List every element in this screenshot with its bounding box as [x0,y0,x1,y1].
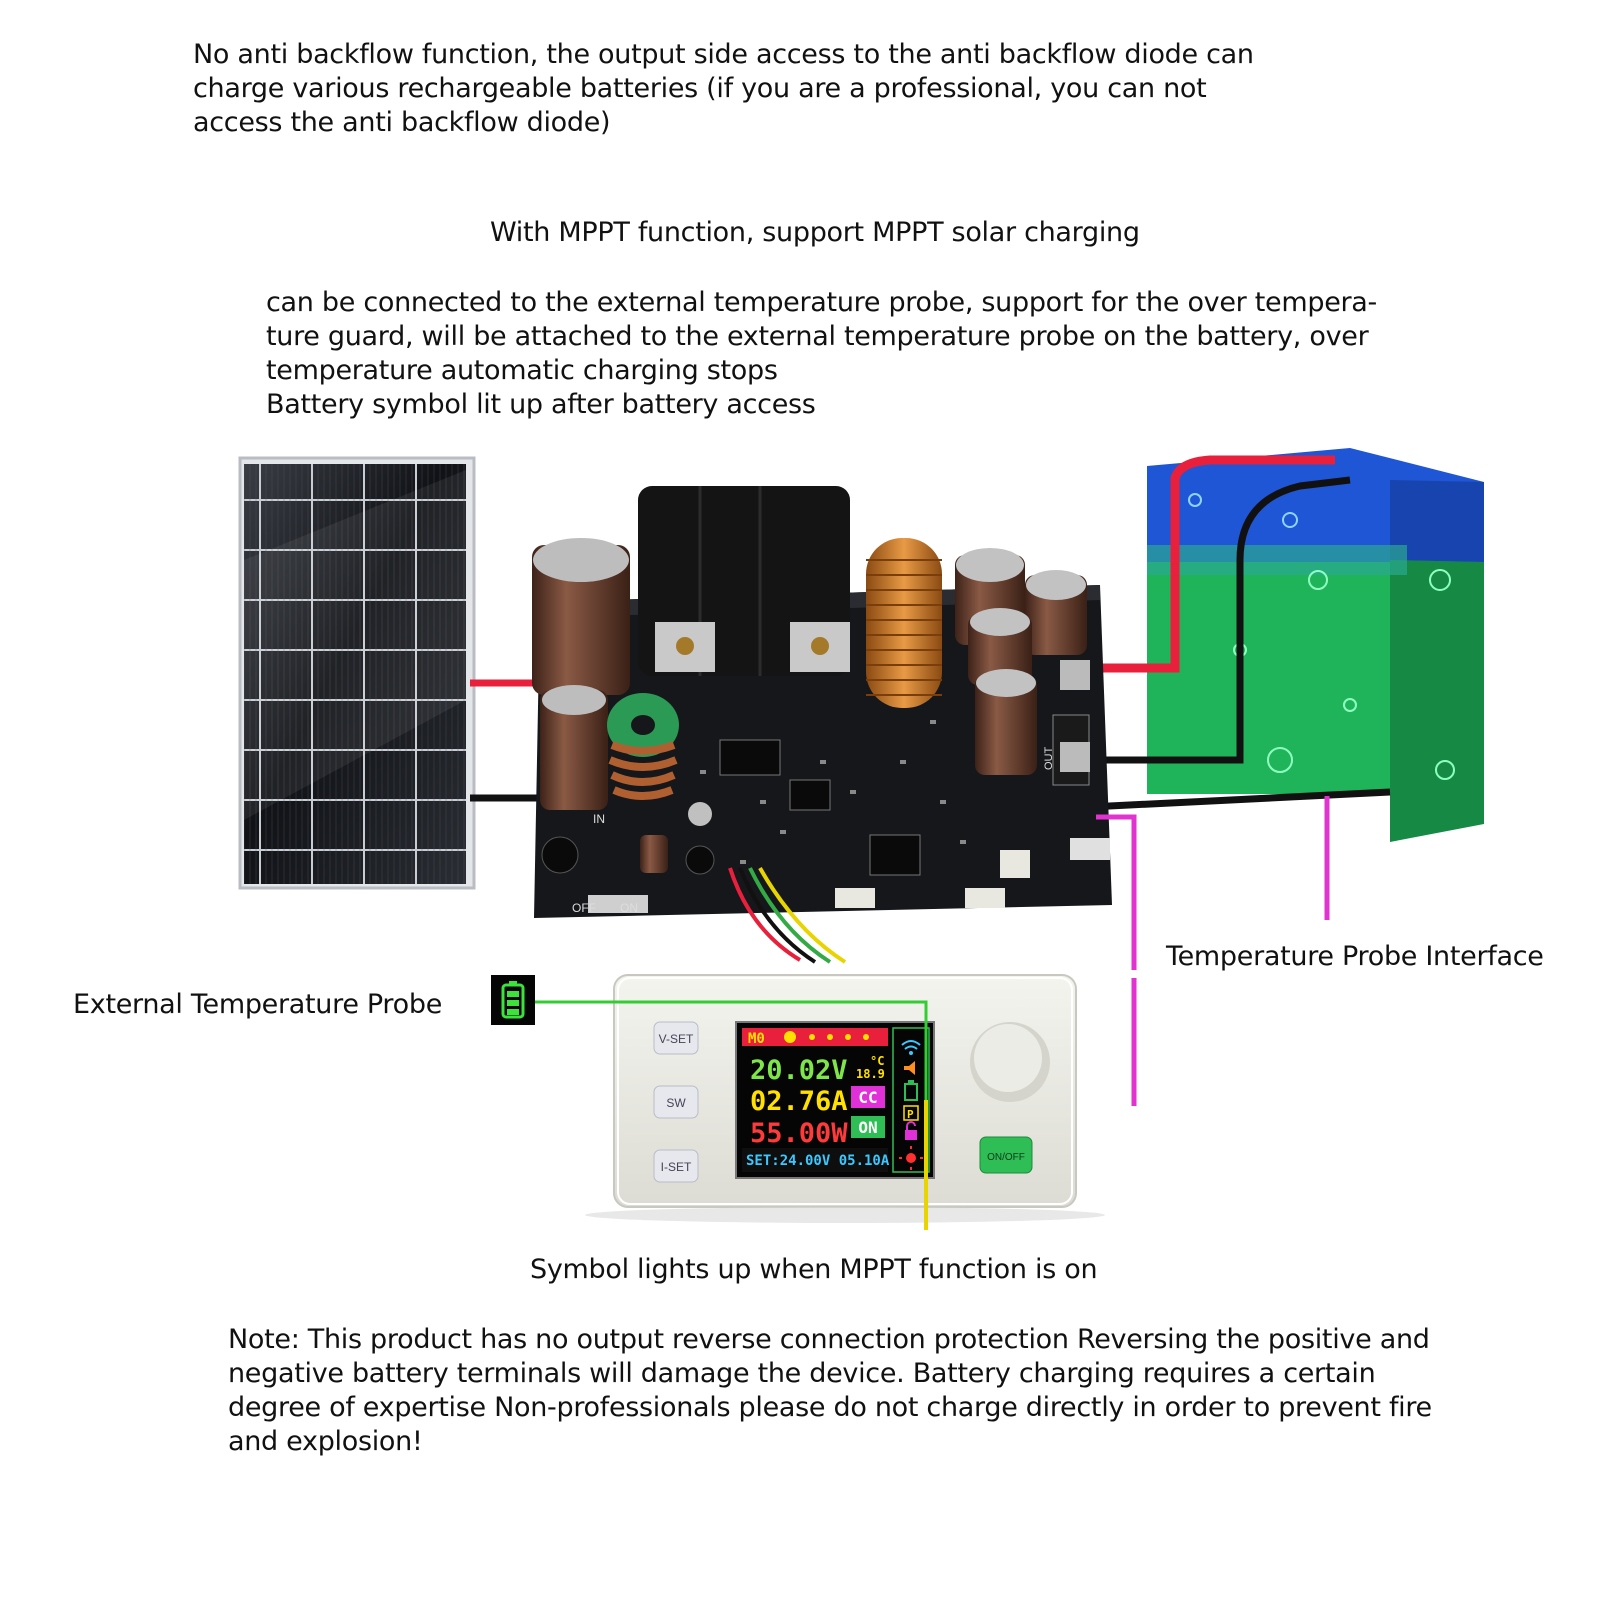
svg-text:I-SET: I-SET [661,1160,692,1174]
lcd-display: M0 20.02V 02.76A 55.00W °C 18.9 CC ON SE… [735,1021,935,1179]
temp-unit: °C [870,1054,884,1068]
svg-text:ON/OFF: ON/OFF [987,1152,1025,1163]
onoff-button[interactable]: ON/OFF [979,1136,1033,1174]
iset-button[interactable]: I-SET [653,1149,699,1183]
safety-note: Note: This product has no output reverse… [228,1324,1432,1457]
mppt-p-icon: P [903,1105,919,1121]
set-readout: SET:24.00V 05.10A [746,1153,890,1169]
lock-icon [905,1121,917,1140]
on-badge: ON [858,1118,877,1137]
svg-text:SW: SW [666,1096,686,1110]
solar-panel [238,456,476,890]
backflow-note: No anti backflow function, the output si… [193,39,1254,138]
cc-badge: CC [858,1088,877,1107]
svg-text:V-SET: V-SET [659,1032,694,1046]
ribbon-cable [728,867,847,964]
battery-symbol-note: Battery symbol lit up after battery acce… [266,389,816,420]
battery-status-icon [904,1080,918,1101]
mppt-symbol-label: Symbol lights up when MPPT function is o… [530,1254,1098,1285]
green-inductor [607,693,679,800]
copper-inductor [866,538,942,708]
converter-board: OFF ON IN OUT [532,486,1112,918]
battery-positive-wire [1085,455,1335,673]
battery-indicator-line [535,1000,928,1100]
svg-text:P: P [907,1108,914,1121]
power-readout: 55.00W [750,1118,848,1149]
vset-button[interactable]: V-SET [653,1021,699,1055]
sw-button[interactable]: SW [653,1085,699,1119]
adjust-knob[interactable] [970,1022,1050,1102]
mode-indicator: M0 [748,1031,765,1047]
output-label: OUT [1043,747,1055,771]
battery [1147,448,1484,842]
probe-cable [1069,788,1391,812]
speaker-icon [904,1061,915,1075]
battery-negative-wire [1085,476,1351,764]
external-probe-label: External Temperature Probe [73,989,443,1020]
voltage-readout: 20.02V [750,1055,848,1086]
switch-off-label: OFF [572,901,596,915]
output-capacitors [955,548,1087,775]
probe-interface-label: Temperature Probe Interface [1166,941,1544,972]
battery-symbol-icon [491,975,535,1025]
probe-interface-pointer [1096,814,1137,970]
wifi-icon [901,1040,921,1055]
temperature-readout: 18.9 [856,1067,885,1081]
input-capacitor [532,545,630,695]
input-label: IN [593,812,605,826]
sun-icon [899,1146,923,1170]
control-module: V-SET SW I-SET ON/OFF M0 [585,974,1105,1223]
probe-description: can be connected to the external tempera… [266,287,1377,386]
switch-on-label: ON [620,901,638,915]
mppt-feature: With MPPT function, support MPPT solar c… [490,217,1140,248]
current-readout: 02.76A [750,1086,848,1117]
